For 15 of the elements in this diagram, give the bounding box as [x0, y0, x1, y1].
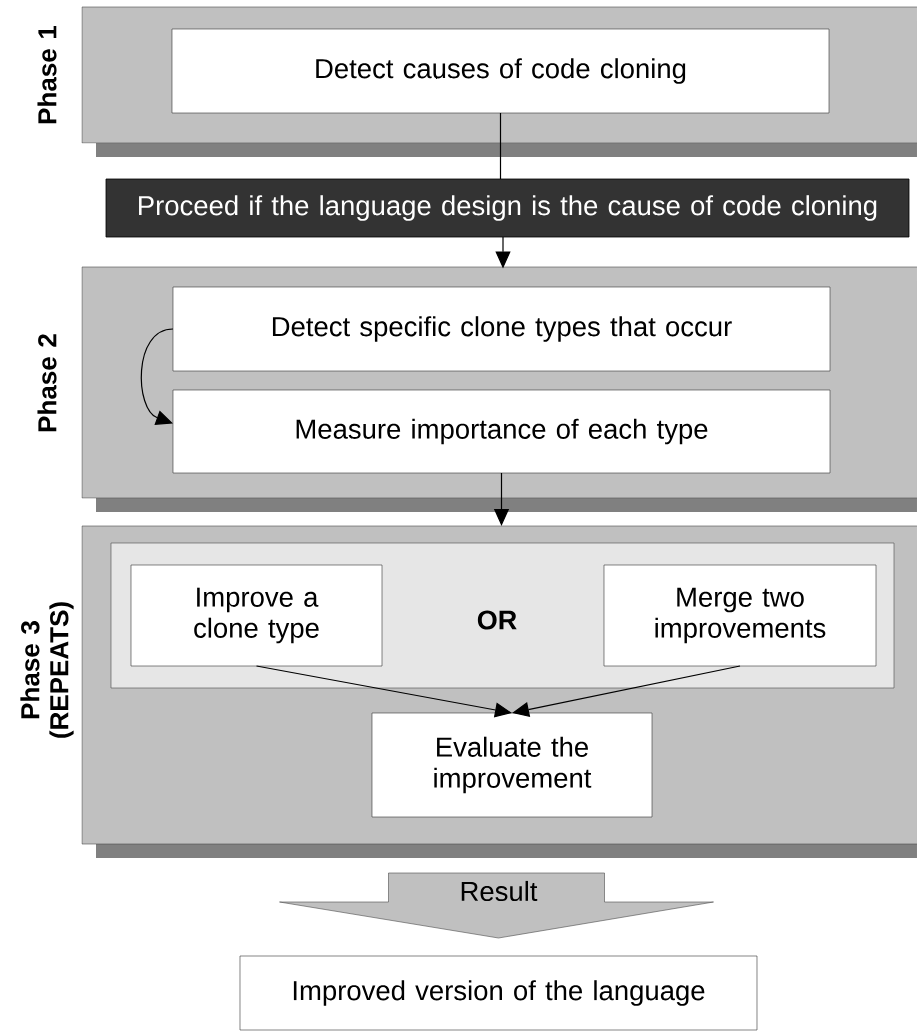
process-box: Improve a clone type — [130, 564, 383, 667]
condition-bar: Proceed if the language design is the cause of code cloning — [105, 178, 910, 238]
process-box: Measure importance of each type — [172, 389, 831, 474]
block-arrow — [279, 872, 714, 939]
process-box: Merge two improvements — [603, 564, 877, 667]
process-box: Improved version of the language — [239, 955, 758, 1031]
process-box: Evaluate the improvement — [371, 712, 653, 818]
curved-arrow — [140, 328, 174, 425]
phase-label: Phase 3 (REPEATS) — [20, 602, 74, 738]
phase-label: Phase 2 — [37, 334, 57, 432]
phase-label: Phase 1 — [37, 25, 57, 124]
arrow — [255, 665, 512, 718]
arrow — [512, 665, 741, 718]
or-label: OR — [477, 610, 517, 630]
process-box: Detect specific clone types that occur — [172, 286, 831, 372]
